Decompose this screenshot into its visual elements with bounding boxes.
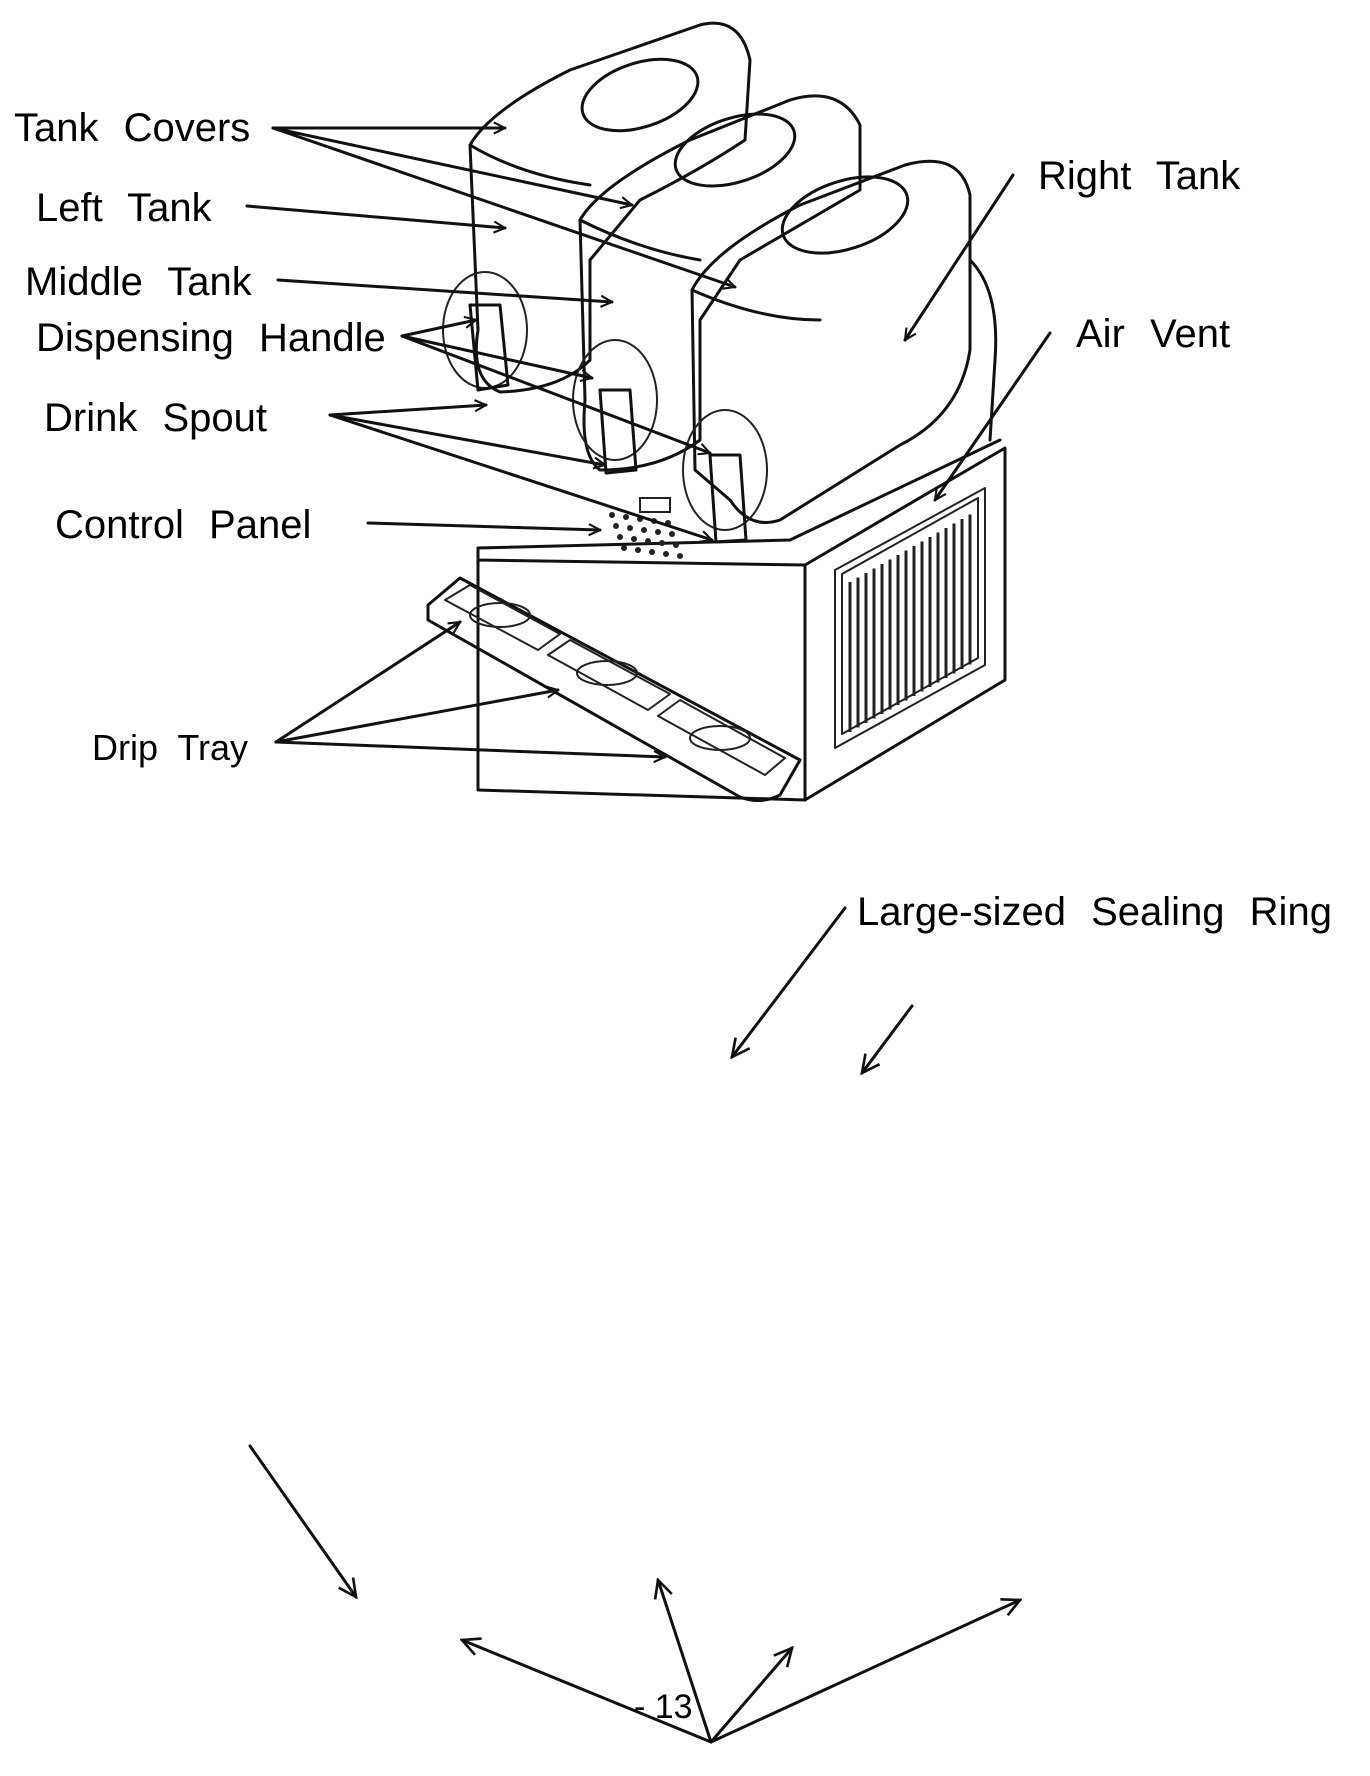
callout-arrows (245, 128, 1052, 757)
panel-button-dot (641, 527, 647, 533)
panel-button-dot (659, 540, 665, 546)
label-tank-covers: Tank Covers (14, 106, 251, 150)
label-drip-tray: Drip Tray (92, 727, 249, 768)
panel-button-dot (631, 536, 637, 542)
panel-button-dot (669, 531, 675, 537)
control-panel-drawing (609, 497, 683, 559)
drip-tray-drawing (426, 576, 802, 802)
panel-button-dot (621, 545, 627, 551)
panel-button-dot (673, 542, 679, 548)
cabinet-top-edge (476, 438, 1002, 550)
page-number: - 13 (634, 1688, 693, 1726)
panel-button-dot (677, 553, 683, 559)
panel-button-dot (655, 529, 661, 535)
middle-tank-drawing (572, 94, 862, 475)
panel-button-dot (649, 549, 655, 555)
panel-button-dot (623, 514, 629, 520)
label-right-tank: Right Tank (1038, 154, 1241, 198)
panel-button-dot (635, 547, 641, 553)
label-drink-spout: Drink Spout (44, 396, 267, 440)
lower-arrows (248, 906, 1020, 1744)
cabinet-side (803, 446, 1007, 802)
right-tank-drawing (682, 159, 998, 544)
panel-button-dot (627, 525, 633, 531)
left-tank-drawing (442, 21, 752, 394)
label-middle-tank: Middle Tank (25, 260, 252, 304)
air-vent-grill (834, 487, 986, 749)
panel-button-dot (613, 523, 619, 529)
panel-button-dot (645, 538, 651, 544)
label-air-vent: Air Vent (1076, 312, 1231, 356)
slush-machine-drawing (426, 21, 1007, 802)
panel-button-dot (617, 534, 623, 540)
panel-button-dot (663, 551, 669, 557)
panel-button-dot (609, 512, 615, 518)
label-sealing-ring: Large-sized Sealing Ring (857, 890, 1332, 934)
label-left-tank: Left Tank (36, 186, 212, 230)
label-dispensing-handle: Dispensing Handle (36, 316, 386, 360)
label-control-panel: Control Panel (55, 503, 312, 547)
